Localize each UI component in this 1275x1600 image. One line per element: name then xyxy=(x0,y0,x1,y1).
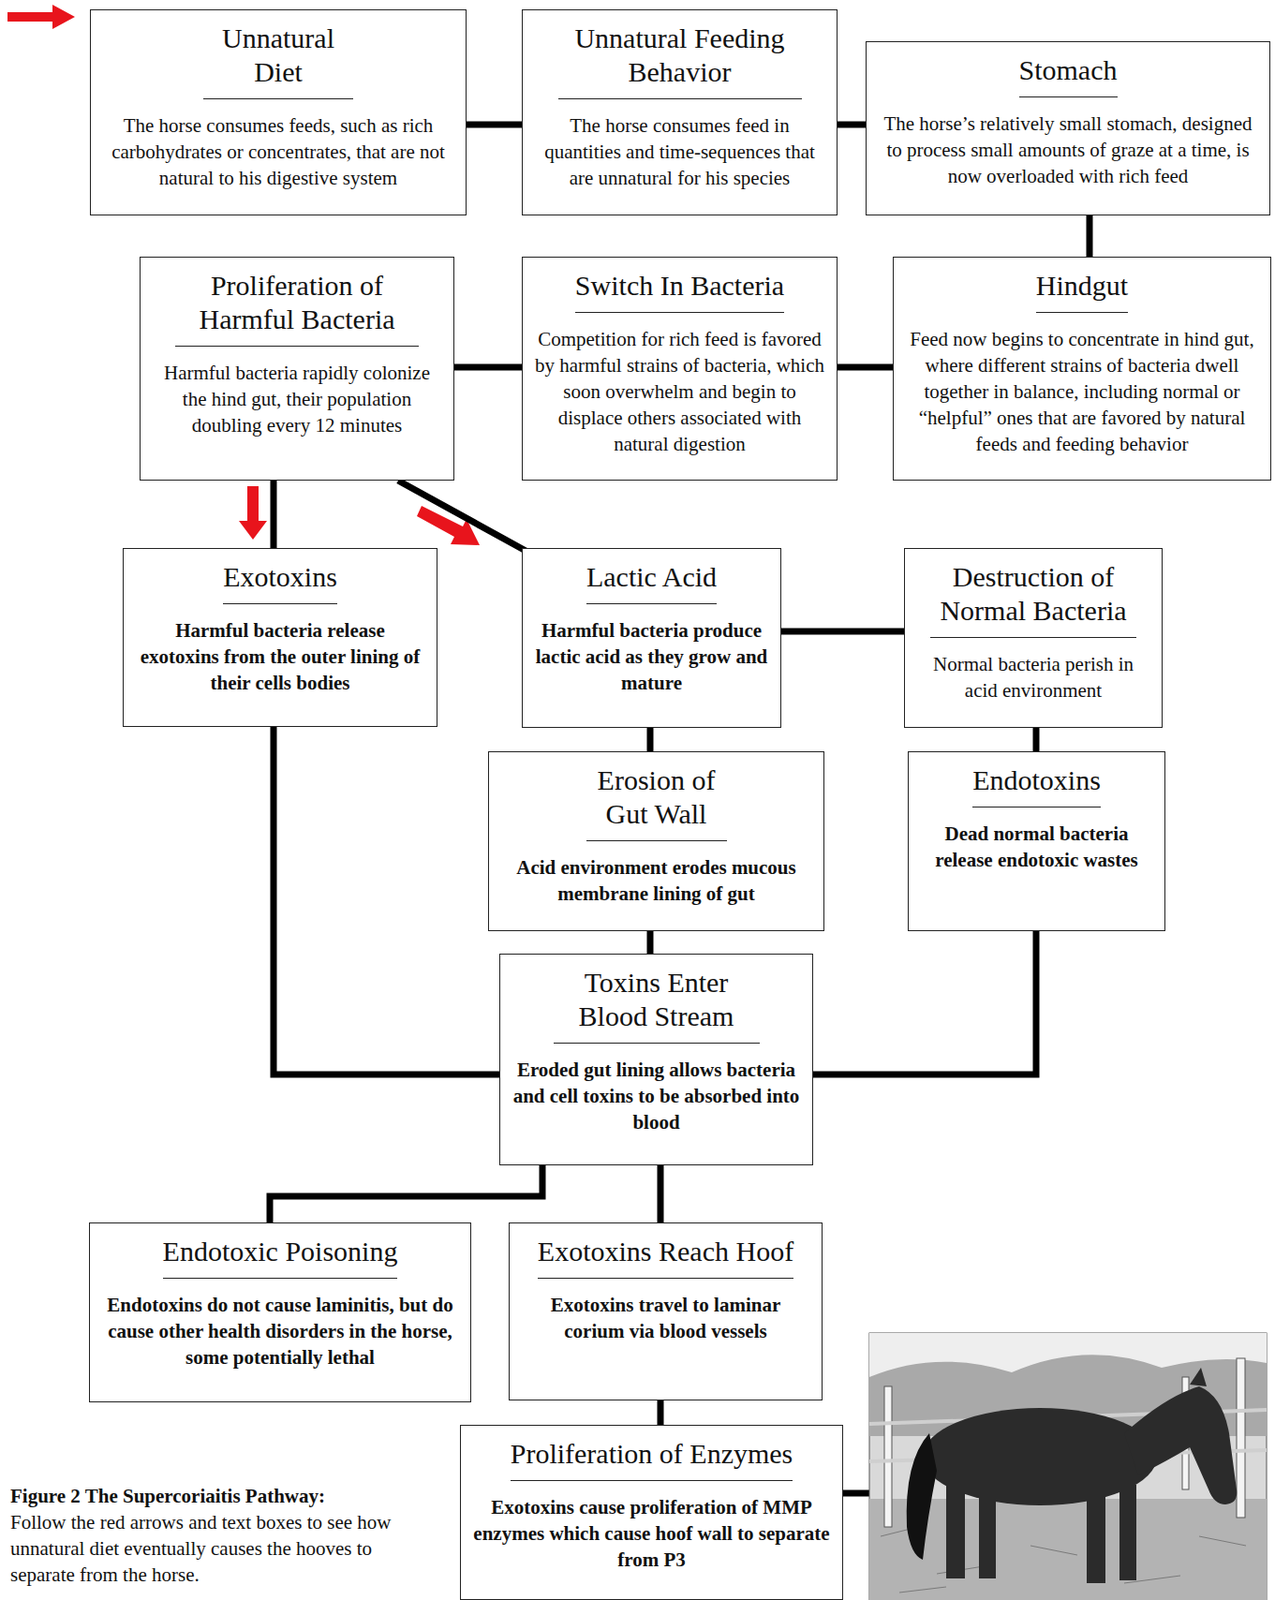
box-heading: Destruction of Normal Bacteria xyxy=(930,560,1137,638)
connector-line xyxy=(837,364,893,371)
box-heading: Erosion of Gut Wall xyxy=(586,763,727,842)
box-body: Endotoxins do not cause laminitis, but d… xyxy=(101,1291,460,1371)
process-box: Exotoxins Reach HoofExotoxins travel to … xyxy=(508,1222,823,1401)
box-heading: Stomach xyxy=(1019,53,1118,98)
connector-line xyxy=(1086,215,1094,257)
heading-row: Unnatural Diet xyxy=(102,21,455,100)
heading-row: Exotoxins xyxy=(134,560,426,605)
process-box: Proliferation of EnzymesExotoxins cause … xyxy=(459,1424,844,1600)
connector-line xyxy=(466,121,522,129)
connector-line xyxy=(781,628,905,636)
box-heading: Hindgut xyxy=(1036,268,1128,313)
connector-line xyxy=(270,480,278,549)
process-box: Unnatural Feeding BehaviorThe horse cons… xyxy=(521,9,838,216)
horse-photo xyxy=(869,1333,1267,1600)
caption-note: Follow the red arrows and text boxes to … xyxy=(10,1509,414,1588)
process-box: Lactic AcidHarmful bacteria produce lact… xyxy=(521,548,782,728)
heading-row: Lactic Acid xyxy=(533,560,770,605)
heading-row: Hindgut xyxy=(904,268,1260,313)
connector-line xyxy=(813,931,1037,1075)
box-body: Feed now begins to concentrate in hind g… xyxy=(904,326,1260,458)
box-body: Exotoxins cause proliferation of MMP enz… xyxy=(472,1494,831,1573)
process-box: Proliferation of Harmful BacteriaHarmful… xyxy=(139,256,455,481)
box-heading: Toxins Enter Blood Stream xyxy=(553,965,760,1044)
heading-row: Proliferation of Enzymes xyxy=(472,1437,831,1482)
box-body: The horse’s relatively small stomach, de… xyxy=(877,110,1259,190)
box-heading: Endotoxic Poisoning xyxy=(163,1234,399,1279)
box-heading: Proliferation of Harmful Bacteria xyxy=(175,268,419,347)
heading-row: Unnatural Feeding Behavior xyxy=(533,21,826,100)
box-body: Dead normal bacteria release endotoxic w… xyxy=(919,820,1154,874)
figure-caption: Figure 2 The Supercoriaitis Pathway: xyxy=(10,1482,414,1510)
heading-row: Exotoxins Reach Hoof xyxy=(520,1234,811,1279)
process-box: HindgutFeed now begins to concentrate in… xyxy=(892,256,1272,481)
process-box: StomachThe horse’s relatively small stom… xyxy=(865,41,1271,216)
heading-row: Stomach xyxy=(877,53,1259,98)
box-heading: Proliferation of Enzymes xyxy=(510,1437,794,1482)
process-box: Destruction of Normal BacteriaNormal bac… xyxy=(904,548,1163,728)
box-body: Competition for rich feed is favored by … xyxy=(533,326,826,458)
connector-line xyxy=(647,931,654,954)
box-body: Harmful bacteria rapidly colonize the hi… xyxy=(151,359,443,439)
connector-line xyxy=(657,1400,665,1425)
box-body: Normal bacteria perish in acid environme… xyxy=(916,651,1151,704)
connector-line xyxy=(454,364,522,371)
box-body: Harmful bacteria produce lactic acid as … xyxy=(533,617,770,697)
heading-row: Destruction of Normal Bacteria xyxy=(916,560,1151,638)
heading-row: Erosion of Gut Wall xyxy=(500,763,813,842)
box-heading: Lactic Acid xyxy=(586,560,717,605)
process-box: Switch In BacteriaCompetition for rich f… xyxy=(521,256,838,481)
box-heading: Exotoxins Reach Hoof xyxy=(537,1234,794,1279)
connector-line xyxy=(273,726,500,1075)
connector-line xyxy=(647,727,654,752)
box-heading: Unnatural Diet xyxy=(203,21,354,100)
box-body: The horse consumes feed in quantities an… xyxy=(533,112,826,192)
connector-line xyxy=(1033,727,1040,752)
process-box: Unnatural DietThe horse consumes feeds, … xyxy=(89,9,467,216)
box-heading: Switch In Bacteria xyxy=(575,268,785,313)
heading-row: Endotoxins xyxy=(919,763,1154,808)
box-body: The horse consumes feeds, such as rich c… xyxy=(102,112,455,192)
box-heading: Exotoxins xyxy=(222,560,338,605)
heading-row: Toxins Enter Blood Stream xyxy=(511,965,801,1044)
connector-line xyxy=(398,480,528,552)
box-body: Exotoxins travel to laminar corium via b… xyxy=(520,1291,811,1345)
box-heading: Endotoxins xyxy=(972,763,1101,808)
process-box: Toxins Enter Blood StreamEroded gut lini… xyxy=(499,953,814,1166)
process-box: Erosion of Gut WallAcid environment erod… xyxy=(488,751,825,932)
connector-line xyxy=(657,1165,665,1223)
heading-row: Switch In Bacteria xyxy=(533,268,826,313)
box-heading: Unnatural Feeding Behavior xyxy=(558,21,802,100)
process-box: EndotoxinsDead normal bacteria release e… xyxy=(907,751,1166,932)
process-box: Endotoxic PoisoningEndotoxins do not cau… xyxy=(88,1222,472,1403)
connector-line xyxy=(837,121,866,129)
process-box: ExotoxinsHarmful bacteria release exotox… xyxy=(122,548,438,727)
caption-block: Figure 2 The Supercoriaitis Pathway:Foll… xyxy=(10,1482,414,1588)
red-arrow xyxy=(7,4,480,546)
heading-row: Endotoxic Poisoning xyxy=(101,1234,460,1279)
box-body: Acid environment erodes mucous membrane … xyxy=(500,854,813,907)
connector-line xyxy=(269,1165,543,1223)
box-body: Eroded gut lining allows bacteria and ce… xyxy=(511,1056,801,1136)
leader-line xyxy=(843,1490,872,1498)
heading-row: Proliferation of Harmful Bacteria xyxy=(151,268,443,347)
box-body: Harmful bacteria release exotoxins from … xyxy=(134,617,426,697)
